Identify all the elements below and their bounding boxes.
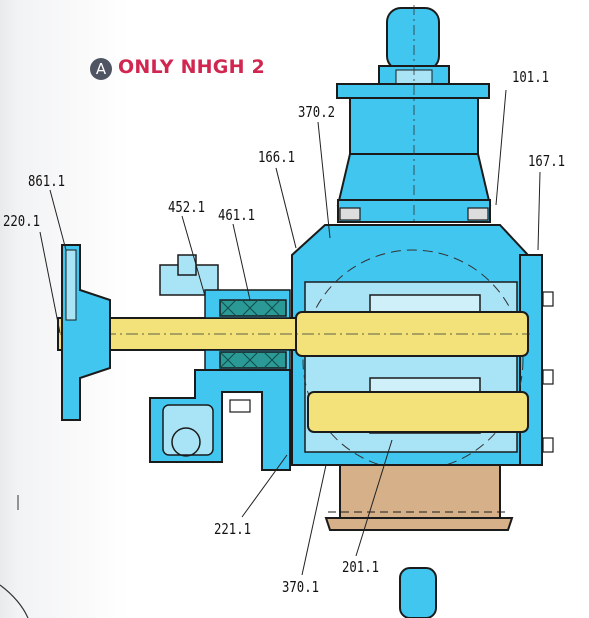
callout-220-1: 220.1 bbox=[3, 212, 41, 230]
top-inlet-pipe bbox=[336, 5, 492, 230]
callout-861-1: 861.1 bbox=[28, 172, 66, 190]
background-arc bbox=[0, 584, 29, 618]
base-pedestal bbox=[324, 464, 514, 531]
bearing-bracket bbox=[149, 369, 291, 471]
drive-shaft bbox=[57, 311, 530, 357]
bottom-outlet-pipe bbox=[399, 567, 437, 618]
callout-201-1: 201.1 bbox=[342, 558, 380, 576]
callout-101-1: 101.1 bbox=[512, 68, 550, 86]
callout-167-1: 167.1 bbox=[528, 152, 566, 170]
callout-452-1: 452.1 bbox=[168, 198, 206, 216]
leader-lines bbox=[39, 89, 541, 576]
idler-shaft bbox=[307, 391, 529, 433]
callout-370-2: 370.2 bbox=[298, 103, 336, 121]
callout-166-1: 166.1 bbox=[258, 148, 296, 166]
gland-packing bbox=[159, 254, 291, 373]
callout-461-1: 461.1 bbox=[218, 206, 256, 224]
callout-370-1: 370.1 bbox=[282, 578, 320, 596]
note-badge: A bbox=[90, 58, 112, 80]
coupling-flange bbox=[61, 244, 111, 421]
callout-221-1: 221.1 bbox=[214, 520, 252, 538]
variant-note: ONLY NHGH 2 bbox=[118, 56, 265, 78]
